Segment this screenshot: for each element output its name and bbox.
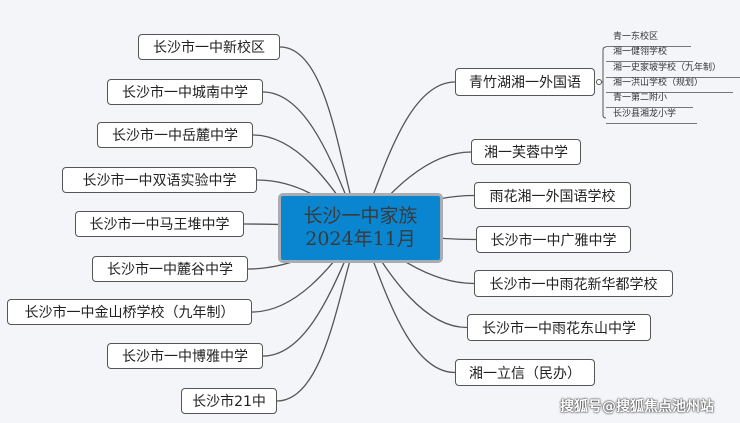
left-branch-node[interactable]: 长沙市一中新校区 [138, 34, 280, 60]
left-branch-node[interactable]: 长沙市一中岳麓中学 [97, 122, 253, 148]
left-branch-node[interactable]: 长沙市一中博雅中学 [107, 343, 263, 369]
central-topic-title: 长沙一中家族 [303, 205, 418, 227]
right-branch-node[interactable]: 长沙市一中雨花新华都学校 [474, 270, 673, 297]
right-branch-node[interactable]: 湘一芙蓉中学 [471, 139, 581, 165]
left-branch-node[interactable]: 长沙市21中 [181, 388, 277, 414]
right-branch-node[interactable]: 长沙市一中广雅中学 [476, 226, 631, 253]
right-branch-node[interactable]: 青竹湖湘一外国语 [455, 68, 595, 96]
central-topic[interactable]: 长沙一中家族 2024年11月 [278, 193, 443, 263]
sub-node[interactable]: 湘一洪山学校（规划） [606, 77, 733, 93]
sub-node[interactable]: 长沙县湘龙小学 [606, 108, 697, 124]
central-topic-date: 2024年11月 [305, 228, 416, 250]
sub-node[interactable]: 青一第二附小 [606, 92, 693, 109]
watermark: 搜狐号@搜狐焦点池州站 [560, 399, 714, 415]
left-branch-node[interactable]: 长沙市一中金山桥学校（九年制） [7, 299, 252, 325]
sub-node[interactable]: 湘一史家坡学校（九年制） [606, 62, 740, 78]
left-branch-node[interactable]: 长沙市一中麓谷中学 [92, 256, 248, 282]
left-branch-node[interactable]: 长沙市一中马王堆中学 [75, 211, 244, 237]
collapse-toggle-icon[interactable] [596, 79, 602, 85]
sub-node[interactable]: 湘一健翎学校 [606, 46, 693, 63]
right-branch-node[interactable]: 雨花湘一外国语学校 [474, 182, 631, 209]
left-branch-node[interactable]: 长沙市一中双语实验中学 [62, 167, 257, 193]
left-branch-node[interactable]: 长沙市一中城南中学 [107, 79, 263, 105]
right-branch-node[interactable]: 长沙市一中雨花东山中学 [467, 314, 651, 341]
sub-node[interactable]: 青一东校区 [606, 31, 691, 47]
right-branch-node[interactable]: 湘一立信（民办） [455, 359, 595, 386]
